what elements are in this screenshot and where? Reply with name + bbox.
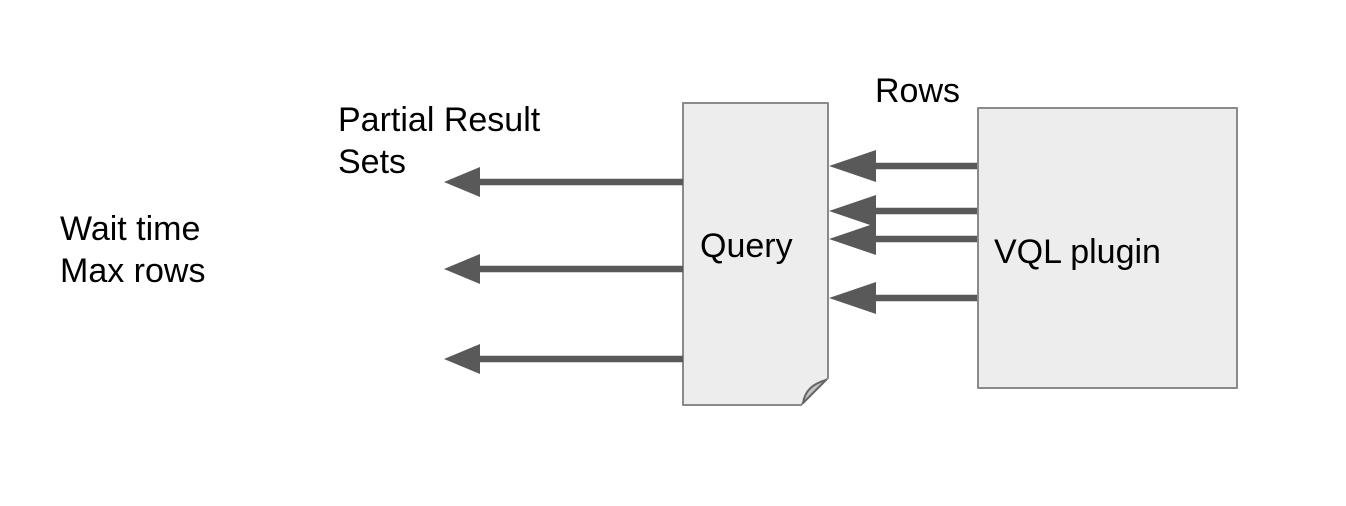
arrow-head [829,282,876,314]
query-node-label: Query [700,227,793,265]
partial-result-arrows-3 [444,344,683,374]
vql-plugin-node-label: VQL plugin [994,233,1161,271]
arrow-head [829,195,876,227]
arrow-head [829,150,876,182]
partial-result-sets-line2: Sets [338,143,407,181]
partial-result-sets-label: Partial Result Sets [338,99,540,183]
arrow-head [444,167,480,197]
rows-arrows-4 [829,282,977,314]
vql-plugin-node [977,107,1238,389]
query-node-fold-corner [802,379,827,404]
partial-result-arrows-2 [444,254,683,284]
rows-label: Rows [875,72,961,110]
partial-result-sets-line1: Partial Result [338,101,541,139]
arrow-layer [444,150,977,374]
max-rows-line: Max rows [60,252,206,290]
rows-arrows-2 [829,195,977,227]
wait-time-line: Wait time [60,210,201,248]
wait-time-max-rows-label: Wait time Max rows [60,208,205,292]
query-node [682,102,829,406]
arrow-head [444,254,480,284]
partial-result-arrows-1 [444,167,683,197]
rows-arrows-1 [829,150,977,182]
rows-arrows-3 [829,223,977,255]
arrow-head [829,223,876,255]
arrow-head [444,344,480,374]
vql-plugin-node-shape [977,107,1238,389]
